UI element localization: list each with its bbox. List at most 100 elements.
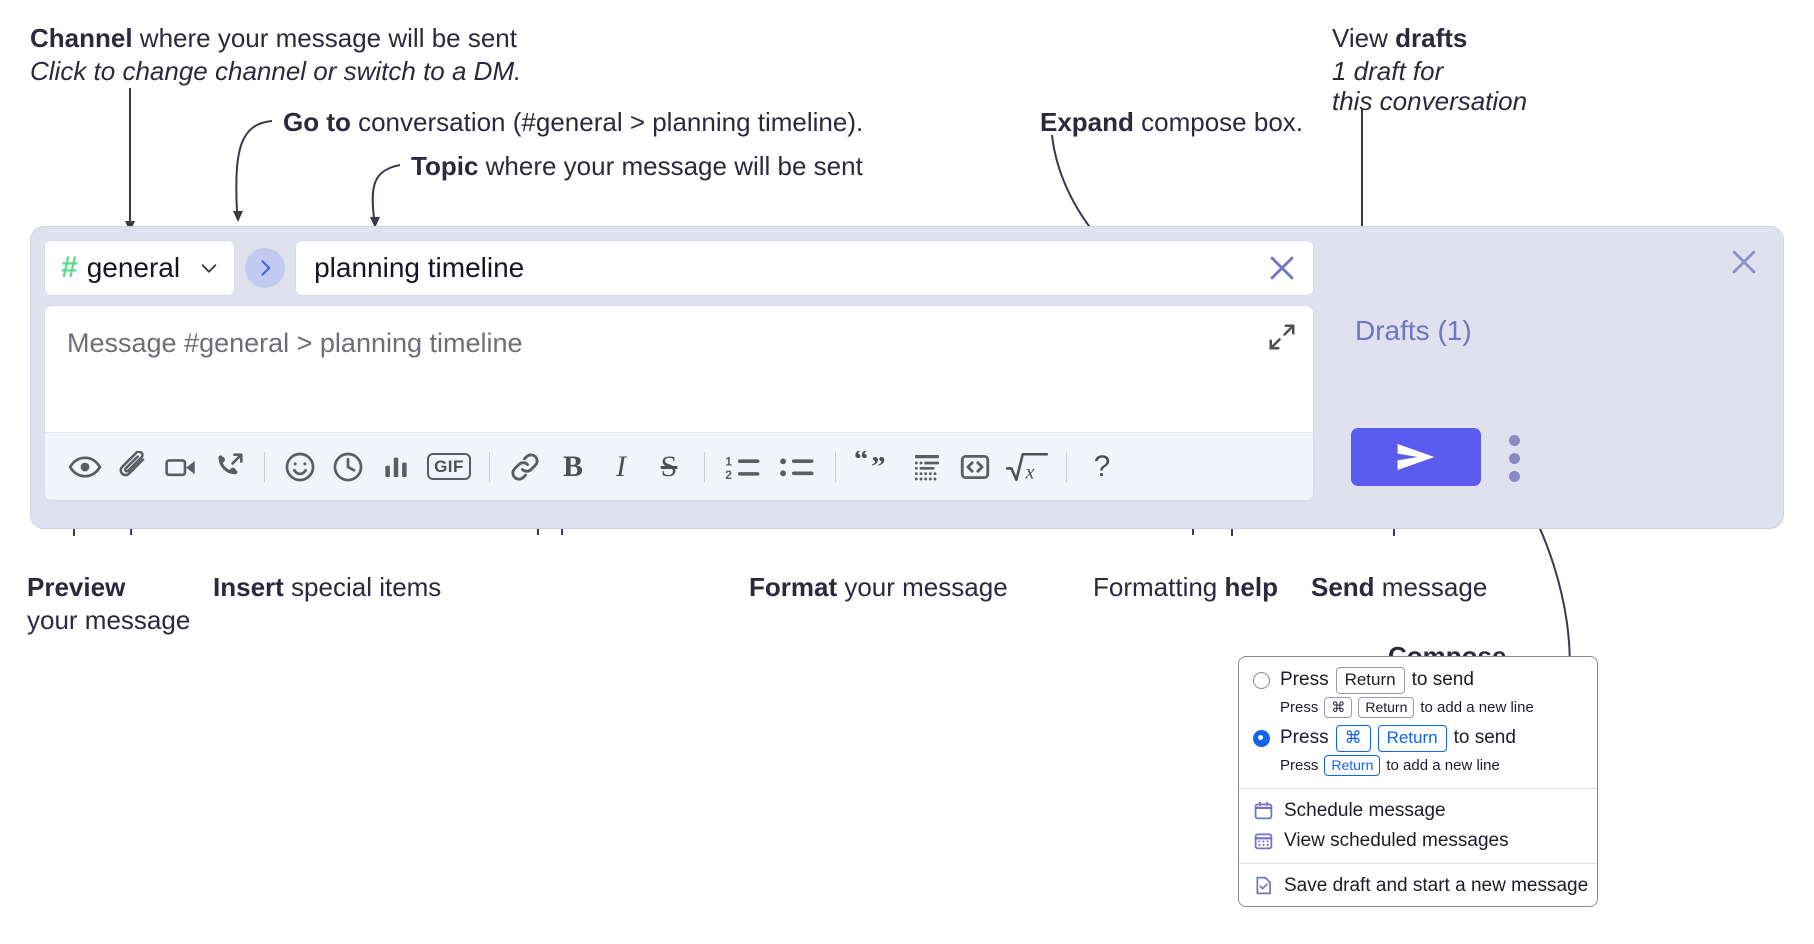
expand-button[interactable] <box>1267 322 1297 352</box>
gif-button[interactable]: GIF <box>420 443 478 491</box>
send-button[interactable] <box>1351 428 1481 486</box>
opt2-sub-rest: to add a new line <box>1386 756 1500 774</box>
menu-divider <box>1239 862 1597 864</box>
annotation-expand: Expand compose box. <box>1040 106 1303 139</box>
radio-unselected-icon[interactable] <box>1253 671 1270 689</box>
key-command: ⌘ <box>1335 724 1371 752</box>
annotation-preview-sub: your message <box>27 604 190 637</box>
menu-item-view-scheduled-label: View scheduled messages <box>1284 829 1509 851</box>
radio-selected-icon[interactable] <box>1253 729 1270 747</box>
opt1-sub-rest: to add a new line <box>1420 698 1534 716</box>
key-return: Return <box>1377 724 1447 752</box>
annotation-preview-bold: Preview <box>27 572 126 602</box>
poll-button[interactable] <box>372 443 420 491</box>
goto-conversation-button[interactable] <box>245 248 286 288</box>
question-mark-icon: ? <box>1093 449 1111 483</box>
annotation-insert: Insert special items <box>213 571 441 604</box>
annotation-goto-bold: Go to <box>283 107 351 137</box>
menu-item-save-draft-label: Save draft and start a new message <box>1284 874 1589 896</box>
annotation-channel: Channel where your message will be sent <box>30 22 517 55</box>
expand-icon <box>1267 322 1297 352</box>
menu-item-schedule-message-label: Schedule message <box>1284 799 1446 821</box>
opt2-press: Press <box>1280 727 1329 749</box>
annotation-send: Send message <box>1311 571 1487 604</box>
annotation-channel-sub-text: Click to change channel or switch to a D… <box>30 56 522 86</box>
more-vertical-icon-dot3 <box>1509 471 1520 482</box>
annotation-send-rest: message <box>1374 572 1488 602</box>
annotation-insert-rest: special items <box>283 572 442 602</box>
annotation-preview-rest: your message <box>27 605 191 635</box>
italic-button[interactable]: I <box>597 443 645 491</box>
blockquote-button[interactable]: “ ” <box>847 443 903 491</box>
drafts-link[interactable]: Drafts (1) <box>1355 315 1472 346</box>
send-option-return[interactable]: Press Return to send <box>1239 665 1597 696</box>
key-return: Return <box>1335 667 1405 694</box>
annotation-formatting-help: Formatting help <box>1093 571 1278 604</box>
toolbar-divider <box>1066 451 1067 482</box>
send-option-cmd-return-text: Press ⌘ Return to send <box>1280 724 1516 752</box>
video-clip-button[interactable] <box>157 443 205 491</box>
channel-selector[interactable]: # general <box>44 240 236 296</box>
annotation-insert-bold: Insert <box>213 572 284 602</box>
ordered-list-button[interactable]: 1 2 <box>716 443 770 491</box>
annotation-expand-bold: Expand <box>1040 107 1134 137</box>
audio-clip-button[interactable] <box>205 443 253 491</box>
svg-text:1: 1 <box>725 454 732 468</box>
strikethrough-button[interactable]: S <box>645 443 693 491</box>
compose-right-rail: Drafts (1) <box>1313 227 1783 528</box>
link-button[interactable] <box>501 443 549 491</box>
message-input-box[interactable]: Message #general > planning timeline <box>44 305 1314 501</box>
annotation-view-drafts-sub2: this conversation <box>1332 85 1527 118</box>
bold-label: B <box>562 449 583 483</box>
opt2-to-send: to send <box>1453 727 1516 749</box>
preview-button[interactable] <box>61 443 109 491</box>
menu-item-save-draft[interactable]: Save draft and start a new message <box>1239 871 1597 906</box>
annotation-channel-rest: where your message will be sent <box>132 23 517 53</box>
send-paper-plane-icon <box>1393 440 1439 474</box>
send-option-return-sub: Press ⌘ Return to add a new line <box>1239 696 1597 723</box>
panel-close-button[interactable] <box>1727 245 1761 279</box>
formatting-toolbar: GIF B I S <box>45 432 1313 500</box>
compose-header-row: # general planning timeline <box>44 239 1314 297</box>
more-vertical-icon-dot2 <box>1509 453 1520 464</box>
compose-options-menu: Press Return to send Press ⌘ Return to a… <box>1238 656 1598 907</box>
help-button[interactable]: ? <box>1078 443 1126 491</box>
compose-options-button[interactable] <box>1509 435 1520 482</box>
send-option-cmd-return[interactable]: Press ⌘ Return to send <box>1239 723 1597 754</box>
toolbar-divider <box>704 451 705 482</box>
opt1-to-send: to send <box>1411 669 1474 691</box>
strikethrough-label: S <box>660 449 678 483</box>
spoiler-button[interactable] <box>903 443 951 491</box>
topic-input[interactable]: planning timeline <box>295 240 1314 296</box>
annotation-formatting-help-bold: help <box>1224 572 1278 602</box>
bold-button[interactable]: B <box>549 443 597 491</box>
math-button[interactable]: x <box>999 443 1055 491</box>
opt1-sub-press: Press <box>1280 698 1319 716</box>
attach-button[interactable] <box>109 443 157 491</box>
menu-item-schedule-message[interactable]: Schedule message <box>1239 796 1597 826</box>
code-button[interactable] <box>951 443 999 491</box>
chevron-down-icon <box>198 257 220 279</box>
bulleted-list-button[interactable] <box>770 443 824 491</box>
annotation-topic: Topic where your message will be sent <box>411 150 863 183</box>
emoji-button[interactable] <box>276 443 324 491</box>
document-check-icon <box>1253 875 1274 896</box>
key-command: ⌘ <box>1324 696 1353 718</box>
channel-name: general <box>86 252 181 283</box>
annotation-view-drafts-bold: drafts <box>1395 23 1468 53</box>
annotation-view-drafts: View drafts <box>1332 22 1467 55</box>
key-return: Return <box>1358 696 1415 718</box>
annotation-channel-bold: Channel <box>30 23 133 53</box>
annotation-expand-rest: compose box. <box>1133 107 1304 137</box>
annotation-format-rest: your message <box>837 572 1008 602</box>
menu-item-view-scheduled[interactable]: View scheduled messages <box>1239 826 1597 856</box>
schedule-button[interactable] <box>324 443 372 491</box>
close-icon[interactable] <box>1265 251 1299 285</box>
compose-inner: # general planning timeline Message #gen… <box>44 239 1314 501</box>
more-vertical-icon <box>1509 435 1520 446</box>
svg-text:x: x <box>1025 461 1035 483</box>
calendar-clock-icon <box>1253 800 1274 821</box>
annotation-view-drafts-sub1: 1 draft for <box>1332 55 1443 88</box>
annotation-view-drafts-lead: View <box>1332 23 1396 53</box>
chevron-right-icon <box>255 258 275 278</box>
